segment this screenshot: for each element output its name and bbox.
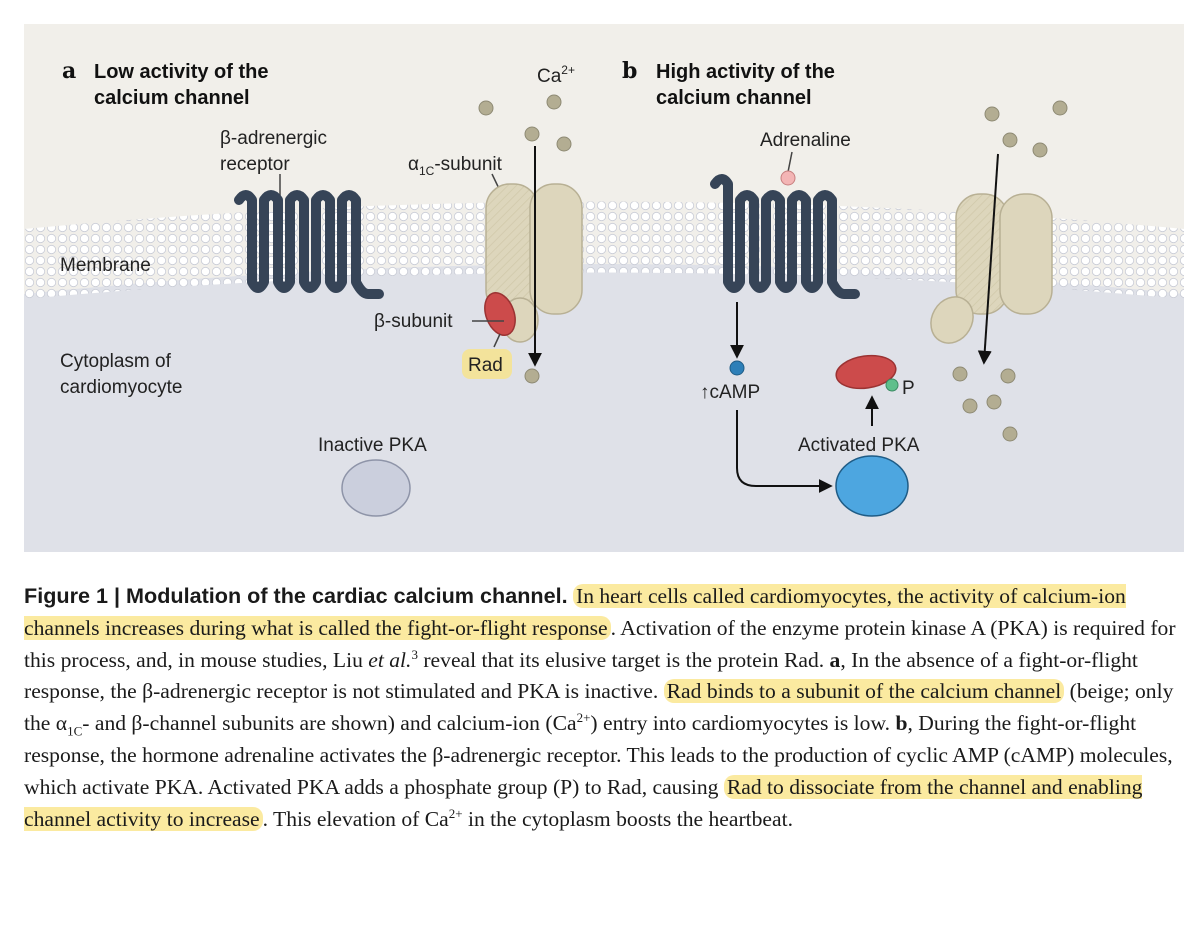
caption-text-7: , During the fight-or-flight response, t… xyxy=(24,711,1173,799)
rad-protein-a xyxy=(484,292,516,336)
calcium-ions-b xyxy=(952,100,1068,442)
caption-alpha-subscript: 1C xyxy=(67,723,83,739)
calcium-channel-b xyxy=(930,193,1053,344)
caption-et-al: et al. xyxy=(368,647,412,672)
caption-ca-superscript: 2+ xyxy=(576,710,591,725)
cytoplasm-label-line1: Cytoplasm of xyxy=(60,351,172,372)
camp-label: ↑cAMP xyxy=(700,382,760,403)
caption-text-4: (beige; only the α xyxy=(24,679,1174,736)
activated-pka-label: Activated PKA xyxy=(798,435,920,456)
caption-text-3: , In the absence of a fight-or-flight re… xyxy=(24,647,1138,704)
caption-panel-a-ref: a xyxy=(829,647,841,672)
beta-adrenergic-receptor-b xyxy=(710,174,860,299)
panel-b-letter: b xyxy=(622,58,637,84)
camp-molecule xyxy=(729,360,745,376)
calcium-channel-a xyxy=(485,183,583,343)
panel-a-title-line2: calcium channel xyxy=(94,87,250,109)
rad-protein-b xyxy=(835,354,897,390)
panel-b-title-line1: High activity of the xyxy=(656,61,835,83)
caption-text-9: in the cytoplasm boosts the heartbeat. xyxy=(462,806,794,831)
beta-adrenergic-receptor-a xyxy=(234,190,384,299)
caption-ca-superscript-2: 2+ xyxy=(448,805,463,821)
panel-b-title-line2: calcium channel xyxy=(656,87,812,109)
phosphate-group xyxy=(885,378,899,392)
calcium-label: Ca2+ xyxy=(537,63,575,87)
figure-label: Figure 1 | Modulation of the cardiac cal… xyxy=(24,583,568,608)
beta-receptor-label-line1: β-adrenergic xyxy=(220,128,327,149)
rad-label-highlight xyxy=(462,349,512,379)
phosphate-label: P xyxy=(902,378,915,399)
inactive-pka xyxy=(341,459,411,517)
calcium-ions-a xyxy=(478,94,572,384)
caption-text-1: . Activation of the enzyme protein kinas… xyxy=(24,615,1176,672)
beta-subunit-label: β-subunit xyxy=(374,311,453,332)
caption-reference: 3 xyxy=(411,646,418,662)
caption-text-8: . This elevation of Ca xyxy=(262,806,449,831)
camp-to-pka-arrow xyxy=(736,410,833,493)
activated-pka xyxy=(835,455,909,517)
adrenaline-molecule xyxy=(780,170,796,186)
caption-text-6: ) entry into cardiomyocytes is low. xyxy=(590,711,896,736)
cytoplasm-label-line2: cardiomyocyte xyxy=(60,377,183,398)
adrenaline-label: Adrenaline xyxy=(760,130,851,151)
caption-text-2: reveal that its elusive target is the pr… xyxy=(417,647,830,672)
alpha-subunit-label: α1C-subunit xyxy=(408,154,503,178)
rad-label: Rad xyxy=(468,355,503,376)
membrane-label: Membrane xyxy=(60,255,151,276)
caption-highlight-2: Rad binds to a subunit of the calcium ch… xyxy=(663,679,1065,704)
figure-illustration: a Low activity of the calcium channel b … xyxy=(24,24,1184,552)
beta-receptor-label-line2: receptor xyxy=(220,154,290,175)
figure-caption: Figure 1 | Modulation of the cardiac cal… xyxy=(24,580,1180,835)
inactive-pka-label: Inactive PKA xyxy=(318,435,427,456)
ion-arrow-b xyxy=(977,153,999,365)
panel-a-letter: a xyxy=(62,58,76,84)
panel-a-title-line1: Low activity of the xyxy=(94,61,268,83)
caption-panel-b-ref: b xyxy=(895,711,908,736)
caption-text-5: - and β-channel subunits are shown) and … xyxy=(82,711,577,736)
